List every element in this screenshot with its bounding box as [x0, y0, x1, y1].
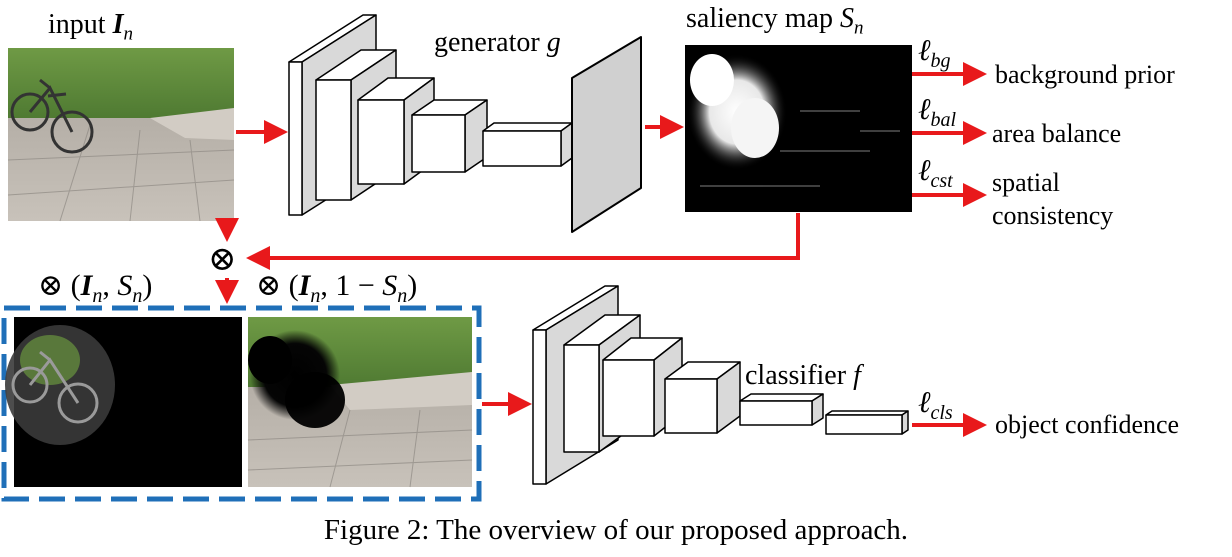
fg-I: I: [80, 269, 93, 302]
loss-cst-ell: ℓ: [918, 154, 931, 187]
input-symbol: I: [112, 9, 124, 40]
fg-S: S: [117, 269, 133, 302]
generator-network: [288, 14, 642, 233]
input-label: input In: [48, 11, 133, 44]
bicycle-icon: [10, 78, 94, 154]
saliency-map-image: [685, 45, 912, 212]
fg-I-sub: n: [92, 285, 103, 307]
foreground-masked-image: [5, 317, 242, 487]
loss-cls-ell: ℓ: [918, 386, 931, 419]
fg-open-paren: (: [63, 269, 81, 302]
bg-open-paren: (: [281, 269, 299, 302]
generator-word: generator: [434, 27, 540, 58]
foreground-formula: ⊗ (In, Sn): [38, 269, 153, 307]
classifier-network: [532, 285, 909, 485]
generator-symbol: g: [546, 27, 561, 58]
loss-bal-subscript: bal: [930, 109, 957, 131]
input-subscript: n: [123, 23, 133, 45]
background-prior-label: background prior: [995, 60, 1175, 89]
bg-I-sub: n: [310, 285, 321, 307]
fg-comma: ,: [102, 269, 118, 302]
loss-cls-subscript: cls: [930, 402, 953, 424]
spatial-consistency-label-line1: spatial: [992, 168, 1060, 197]
saliency-symbol: S: [839, 3, 854, 34]
figure-caption: Figure 2: The overview of our proposed a…: [323, 514, 909, 546]
classifier-label: classifier f: [745, 362, 861, 390]
bg-S-sub: n: [397, 285, 408, 307]
classifier-word: classifier: [745, 360, 847, 391]
bg-close-paren: ): [407, 269, 418, 302]
bg-otimes: ⊗: [256, 269, 282, 302]
loss-bg-ell: ℓ: [918, 34, 931, 67]
loss-cst-subscript: cst: [930, 170, 953, 192]
object-confidence-label: object confidence: [995, 410, 1180, 439]
classifier-symbol: f: [853, 360, 861, 391]
fg-close-paren: ): [142, 269, 153, 302]
generator-label: generator g: [434, 29, 561, 57]
saliency-subscript: n: [853, 17, 864, 39]
spatial-consistency-label-line2: consistency: [992, 201, 1114, 230]
bg-S: S: [382, 269, 398, 302]
loss-bal-ell: ℓ: [918, 93, 931, 126]
bg-comma: , 1 −: [320, 269, 383, 302]
input-word: input: [48, 9, 106, 40]
saliency-map-label: saliency map Sn: [686, 5, 863, 38]
background-masked-image: [247, 317, 473, 488]
loss-bal-symbol: ℓbal: [918, 93, 957, 131]
input-image: [7, 48, 235, 222]
otimes-operator: ⊗: [208, 241, 237, 278]
background-formula: ⊗ (In, 1 − Sn): [256, 269, 418, 307]
area-balance-label: area balance: [992, 119, 1122, 148]
loss-bg-subscript: bg: [930, 50, 951, 72]
fg-otimes: ⊗: [38, 269, 64, 302]
bg-I: I: [298, 269, 311, 302]
loss-cst-symbol: ℓcst: [918, 154, 953, 192]
loss-bg-symbol: ℓbg: [918, 34, 951, 72]
loss-cls-symbol: ℓcls: [918, 386, 953, 424]
saliency-word: saliency map: [686, 3, 833, 34]
masked-pair-box: [1, 305, 482, 502]
fg-S-sub: n: [132, 285, 143, 307]
